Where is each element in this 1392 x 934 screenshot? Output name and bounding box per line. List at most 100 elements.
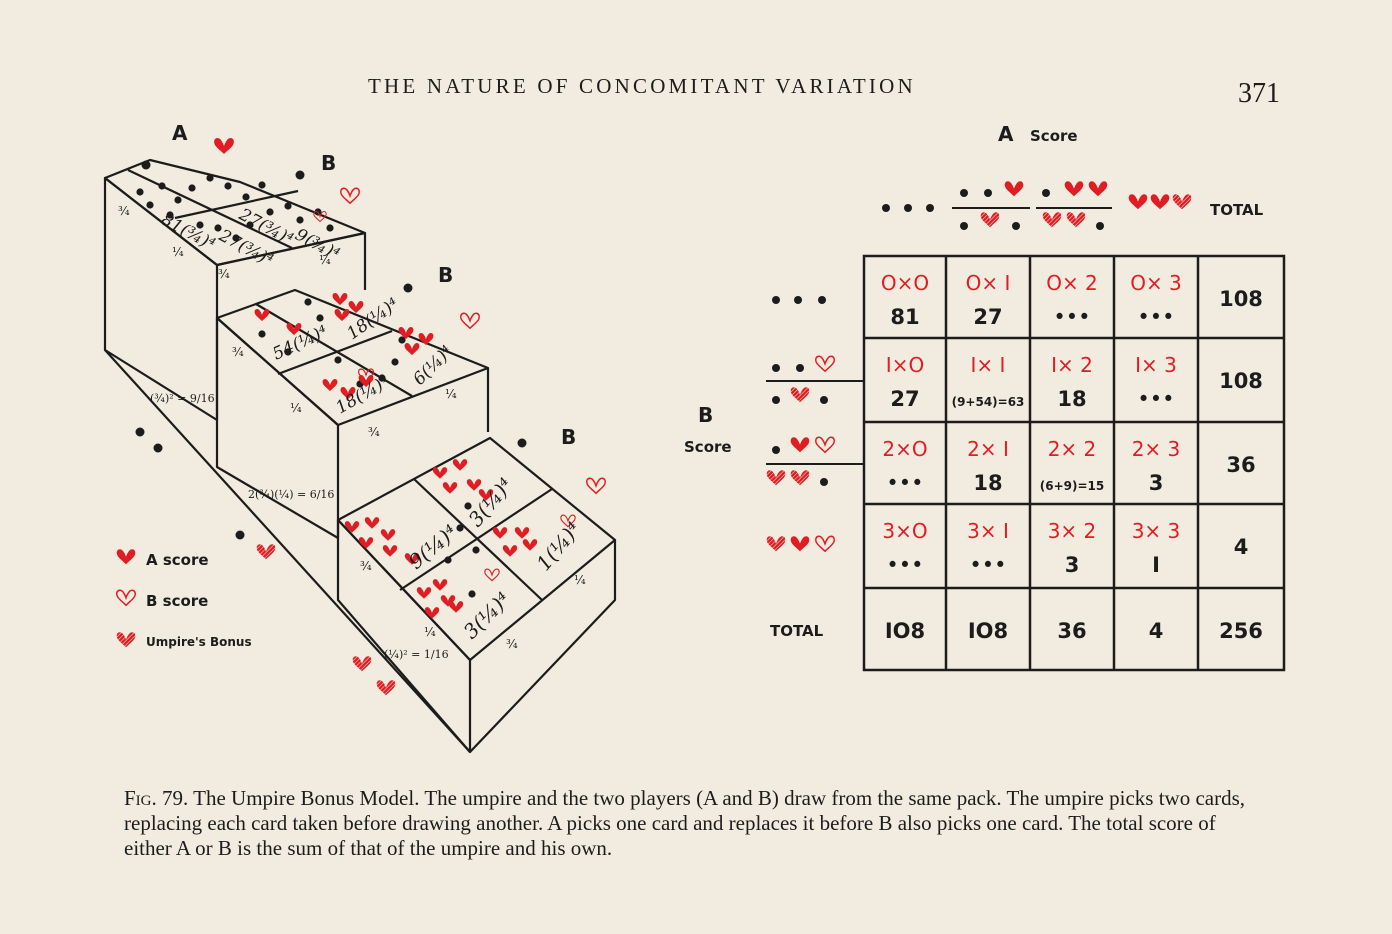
- a-axis-sub: Score: [1030, 127, 1078, 145]
- a-score-1-heart-icon: [1004, 181, 1024, 197]
- bottom-cell-3: 3(¼)⁴: [459, 587, 515, 643]
- filled-heart-icon: [424, 607, 440, 619]
- cell-count: •••: [969, 553, 1006, 577]
- umpire-bonus-heart-icon: [790, 470, 810, 486]
- formula-bottom: (¼)² = 1/16: [384, 648, 449, 661]
- cell-count: •••: [886, 553, 923, 577]
- dot: [235, 530, 245, 540]
- dot: [284, 348, 292, 356]
- top-cell-1: 81(¾)⁴: [158, 210, 219, 255]
- table-cell: O× 3 •••: [1130, 271, 1182, 329]
- legend-umpire-bonus-label: Umpire's Bonus: [146, 635, 252, 649]
- umpire-bonus-heart-icon: [766, 536, 786, 552]
- edge-mid-1: ¾: [232, 345, 244, 359]
- dot: [174, 196, 182, 204]
- column-total: 36: [1057, 619, 1086, 643]
- dot: [464, 502, 472, 510]
- a-score-3-heart-icon: [1128, 194, 1148, 210]
- a-score-0-dot: [926, 204, 934, 212]
- table-cell: I× I(9+54)=63: [952, 353, 1025, 409]
- filled-heart-icon: [448, 601, 464, 613]
- filled-heart-icon: [332, 293, 348, 305]
- table-border: [862, 254, 1286, 672]
- umpire-bonus-heart-icon: [376, 680, 396, 696]
- dot: [378, 374, 386, 382]
- a-total-header: TOTAL: [1210, 201, 1264, 219]
- outline-heart-icon: [484, 568, 500, 582]
- filled-heart-icon: [382, 545, 398, 557]
- cell-count: 18: [1057, 387, 1086, 411]
- filled-heart-icon: [514, 527, 530, 539]
- table-cell: I×O27: [886, 353, 924, 411]
- table-cell: O×O81: [881, 271, 929, 329]
- cell-count: (9+54)=63: [952, 395, 1025, 409]
- filled-heart-icon: [432, 579, 448, 591]
- figure-label: Fig. 79.: [124, 786, 189, 810]
- dot: [326, 224, 334, 232]
- running-title: THE NATURE OF CONCOMITANT VARIATION: [368, 74, 916, 98]
- dot: [258, 330, 266, 338]
- row-total: 4: [1234, 535, 1249, 559]
- dot: [146, 201, 154, 209]
- legend-outline-heart-icon: [115, 589, 137, 606]
- model-dots: [135, 160, 527, 598]
- umpire-bonus-heart-icon: [1172, 194, 1192, 210]
- edge-top-1: ¾: [118, 204, 130, 218]
- top-cell-4: 9(¾)⁴: [292, 225, 343, 265]
- filled-heart-icon: [348, 301, 364, 313]
- table-cell: 3× 23: [1048, 519, 1097, 577]
- b-score-2-heart-icon: [814, 436, 836, 453]
- legend: A score B score Umpire's Bonus: [115, 549, 252, 649]
- figure-caption: Fig. 79. The Umpire Bonus Model. The ump…: [124, 786, 1264, 861]
- dot: [206, 174, 214, 182]
- table-cell: 2× I18: [967, 437, 1009, 495]
- cell-count: 81: [890, 305, 919, 329]
- dot: [232, 234, 240, 242]
- legend-a-score-label: A score: [146, 551, 209, 569]
- edge-bot-2: ¼: [424, 625, 436, 639]
- dot: [517, 438, 527, 448]
- cell-multiplication: 3× 2: [1048, 519, 1097, 543]
- table-cell: I× 218: [1051, 353, 1093, 411]
- page-number: 371: [1238, 78, 1280, 109]
- dot: [136, 188, 144, 196]
- filled-heart-icon: [358, 537, 374, 549]
- umpire-bonus-heart-icon: [1042, 212, 1062, 228]
- cell-multiplication: O× 3: [1130, 271, 1182, 295]
- a-score-3-heart-icon: [1150, 194, 1170, 210]
- table-cell: I× 3•••: [1135, 353, 1177, 411]
- dot: [135, 427, 145, 437]
- dot: [398, 336, 406, 344]
- cell-count: •••: [1053, 305, 1090, 329]
- column-total: IO8: [885, 619, 925, 643]
- cell-multiplication: O× I: [966, 271, 1011, 295]
- b-score-0-dot: [794, 296, 802, 304]
- b-score-2-dot: [772, 446, 780, 454]
- dot: [472, 546, 480, 554]
- column-total: IO8: [968, 619, 1008, 643]
- edge-bot-4: ¾: [506, 637, 518, 651]
- dot: [153, 443, 163, 453]
- b-score-3-heart-icon: [814, 535, 836, 552]
- cell-count: •••: [1137, 305, 1174, 329]
- table-cell: 2× 2(6+9)=15: [1040, 437, 1104, 493]
- dot: [284, 202, 292, 210]
- b-score-0-dot: [772, 296, 780, 304]
- cell-multiplication: 2× 3: [1132, 437, 1181, 461]
- filled-heart-icon: [364, 517, 380, 529]
- row-total: 108: [1219, 287, 1263, 311]
- b-total-header: TOTAL: [770, 622, 824, 640]
- b-score-1-dot: [772, 364, 780, 372]
- filled-heart-icon: [322, 379, 338, 391]
- a-score-0-dot: [904, 204, 912, 212]
- column-total: 256: [1219, 619, 1263, 643]
- filled-heart-icon: [502, 545, 518, 557]
- formula-middle: 2(¾)(¼) = 6/16: [248, 488, 334, 501]
- b-score-1-dot: [796, 364, 804, 372]
- cell-count: •••: [1137, 387, 1174, 411]
- dot: [403, 283, 413, 293]
- legend-b-score-label: B score: [146, 592, 208, 610]
